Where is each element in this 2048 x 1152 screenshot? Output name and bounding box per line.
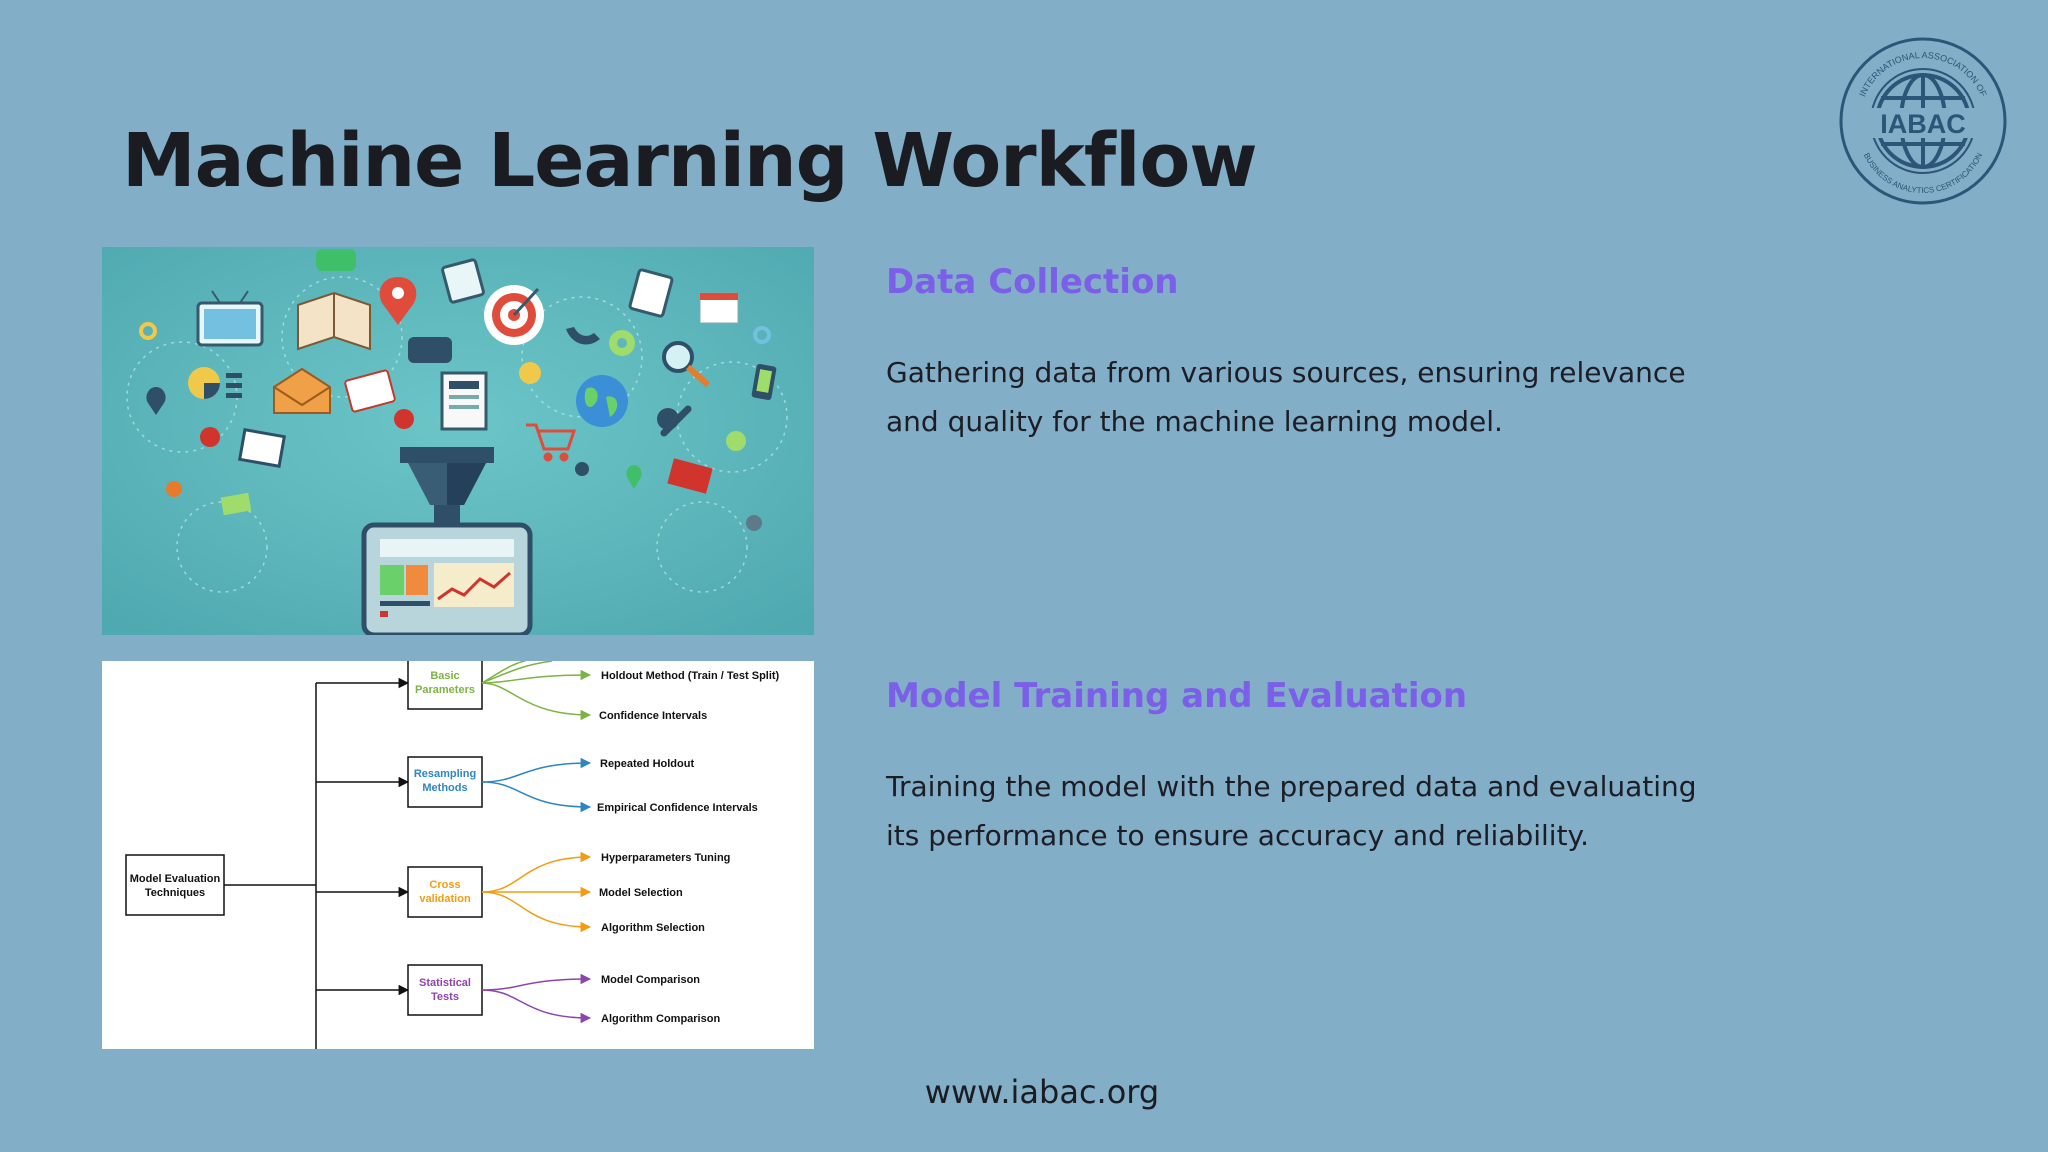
target-icon (484, 285, 544, 345)
branch-statistical-tests (407, 964, 483, 1016)
section-body-model-training: Training the model with the prepared dat… (886, 770, 1697, 852)
cart-icon (526, 423, 577, 462)
branch-resampling-line1: Resampling (414, 768, 476, 780)
model-evaluation-diagram: Model Evaluation Techniques Basic Parame… (102, 661, 814, 1049)
document-icon (440, 371, 488, 431)
phone-icon (566, 327, 600, 345)
leaf-holdout-method: Holdout Method (Train / Test Split) (601, 670, 780, 682)
chat-icon (316, 249, 356, 271)
mail-icon (667, 458, 713, 494)
leaf-algorithm-selection: Algorithm Selection (601, 922, 705, 934)
section-heading-model-training: Model Training and Evaluation (886, 676, 1468, 716)
pie-chart-icon (188, 367, 242, 399)
envelope-icon (273, 367, 331, 414)
leaf-empirical-ci: Empirical Confidence Intervals (597, 802, 758, 814)
leaf-algorithm-comparison: Algorithm Comparison (601, 1013, 720, 1025)
section-heading-data-collection: Data Collection (886, 262, 1179, 302)
leaf-confidence-intervals: Confidence Intervals (599, 710, 707, 722)
calendar-icon (699, 292, 739, 324)
section-body-data-collection: Gathering data from various sources, ens… (886, 356, 1686, 438)
logo-acronym: IABAC (1880, 109, 1966, 139)
leaf-model-selection: Model Selection (599, 887, 683, 899)
branch-statistical-line1: Statistical (419, 977, 471, 989)
branch-statistical-line2: Tests (431, 991, 459, 1003)
branch-resampling-methods (407, 756, 483, 808)
branch-basic-line2: Parameters (415, 684, 475, 696)
leaf-repeated-holdout: Repeated Holdout (600, 758, 694, 770)
branch-cross-line1: Cross (429, 879, 460, 891)
monitor-icon (361, 522, 533, 635)
branch-cross-line2: validation (419, 893, 471, 905)
funnel-icon (400, 447, 494, 535)
branch-cross-validation (407, 866, 483, 918)
branch-basic-line1: Basic (430, 670, 459, 682)
id-card-icon (344, 369, 396, 413)
globe-icon (576, 375, 628, 427)
iabac-logo: INTERNATIONAL ASSOCIATION OF BUSINESS AN… (1839, 37, 2007, 205)
calendar-grid-icon (237, 428, 287, 468)
root-node (125, 854, 225, 916)
leaf-model-comparison: Model Comparison (601, 974, 700, 986)
branch-basic-parameters (407, 661, 483, 710)
branch-resampling-line2: Methods (422, 782, 467, 794)
tv-icon (196, 290, 264, 347)
book-icon (297, 291, 371, 351)
location-pin-icon (379, 277, 417, 325)
root-label-line2: Techniques (145, 887, 205, 899)
footer-url[interactable]: www.iabac.org (924, 1073, 1160, 1111)
leaf-hyperparameters-tuning: Hyperparameters Tuning (601, 852, 730, 864)
wrench-icon (660, 405, 692, 437)
root-label-line1: Model Evaluation (130, 873, 221, 885)
slide-title: Machine Learning Workflow (122, 118, 1258, 204)
magnifier-icon (662, 341, 711, 388)
data-collection-illustration (102, 247, 814, 635)
photo-icon (628, 268, 674, 318)
